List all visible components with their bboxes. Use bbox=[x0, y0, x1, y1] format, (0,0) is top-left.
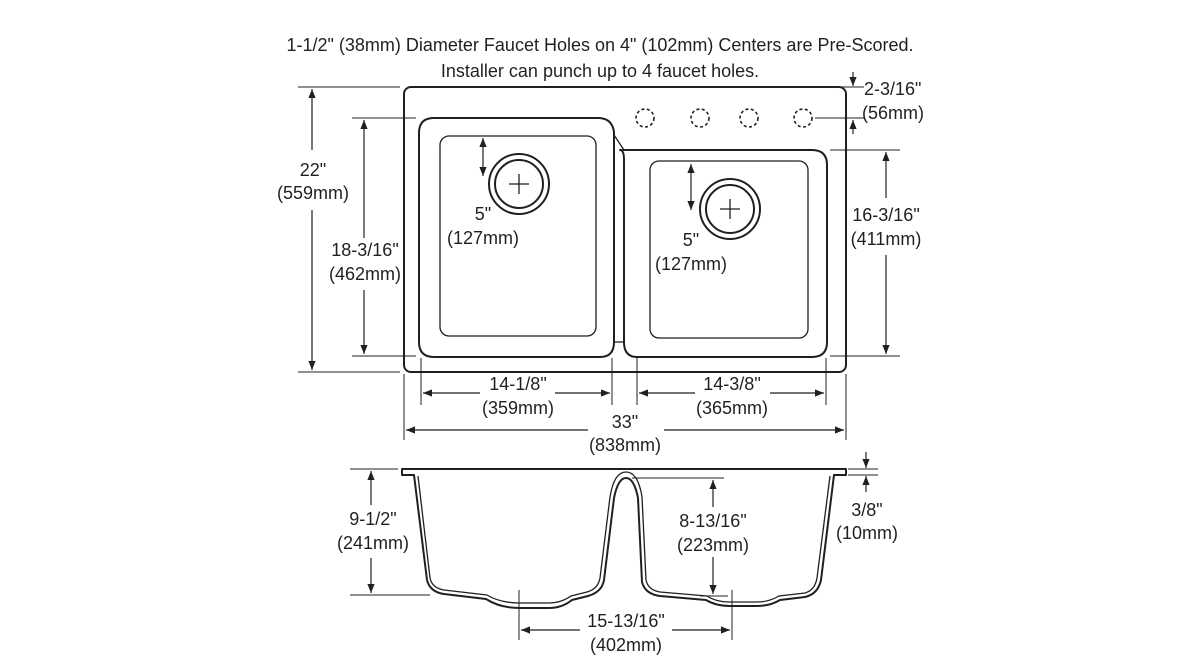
faucet-hole-2 bbox=[690, 108, 710, 128]
svg-text:(559mm): (559mm) bbox=[277, 183, 349, 203]
dim-overall-width: 33" (838mm) bbox=[406, 412, 844, 455]
svg-text:(838mm): (838mm) bbox=[589, 435, 661, 455]
svg-text:(411mm): (411mm) bbox=[851, 229, 922, 249]
faucet-hole-3 bbox=[739, 108, 759, 128]
dim-left-bowl-width: 14-1/8" (359mm) bbox=[423, 374, 610, 418]
faucet-hole-4 bbox=[793, 108, 813, 128]
svg-text:(462mm): (462mm) bbox=[329, 264, 401, 284]
svg-text:(127mm): (127mm) bbox=[447, 228, 519, 248]
sink-section-outline bbox=[401, 468, 847, 609]
svg-text:5": 5" bbox=[475, 204, 491, 224]
dim-overall-depth: 22" (559mm) bbox=[277, 86, 400, 373]
left-bowl-outline bbox=[418, 117, 615, 358]
right-bowl-outline bbox=[619, 149, 828, 358]
svg-text:14-1/8": 14-1/8" bbox=[489, 374, 546, 394]
svg-text:5": 5" bbox=[683, 230, 699, 250]
svg-text:(56mm): (56mm) bbox=[862, 103, 924, 123]
dim-left-drain-offset: 5" (127mm) bbox=[447, 138, 519, 248]
svg-text:3/8": 3/8" bbox=[851, 500, 882, 520]
svg-text:(241mm): (241mm) bbox=[337, 533, 409, 553]
dim-left-bowl-length: 18-3/16" (462mm) bbox=[329, 117, 416, 357]
svg-text:(402mm): (402mm) bbox=[590, 635, 662, 655]
svg-text:14-3/8": 14-3/8" bbox=[703, 374, 760, 394]
svg-text:16-3/16": 16-3/16" bbox=[852, 205, 919, 225]
right-bowl-floor bbox=[649, 160, 809, 339]
dim-right-drain-offset: 5" (127mm) bbox=[655, 164, 727, 274]
svg-text:(359mm): (359mm) bbox=[482, 398, 554, 418]
svg-text:(223mm): (223mm) bbox=[677, 535, 749, 555]
dim-right-bowl-depth: 8-13/16" (223mm) bbox=[632, 477, 749, 597]
dim-right-bowl-length: 16-3/16" (411mm) bbox=[830, 149, 922, 357]
svg-text:15-13/16": 15-13/16" bbox=[587, 611, 664, 631]
dim-faucet-setback: 2-3/16" (56mm) bbox=[815, 72, 924, 134]
svg-text:18-3/16": 18-3/16" bbox=[331, 240, 398, 260]
svg-text:9-1/2": 9-1/2" bbox=[349, 509, 396, 529]
svg-text:(10mm): (10mm) bbox=[836, 523, 898, 543]
left-drain bbox=[488, 153, 550, 215]
svg-text:(127mm): (127mm) bbox=[655, 254, 727, 274]
left-bowl-floor bbox=[439, 135, 597, 337]
svg-text:2-3/16": 2-3/16" bbox=[864, 79, 921, 99]
svg-text:(365mm): (365mm) bbox=[696, 398, 768, 418]
dim-rim-thickness: 3/8" (10mm) bbox=[836, 452, 898, 543]
svg-text:22": 22" bbox=[300, 160, 326, 180]
dim-drain-centers: 15-13/16" (402mm) bbox=[518, 590, 733, 655]
top-view bbox=[403, 86, 847, 373]
sink-deck-outline bbox=[403, 86, 847, 373]
svg-text:8-13/16": 8-13/16" bbox=[679, 511, 746, 531]
dim-left-bowl-depth: 9-1/2" (241mm) bbox=[337, 468, 430, 596]
svg-text:33": 33" bbox=[612, 412, 638, 432]
dim-right-bowl-width: 14-3/8" (365mm) bbox=[639, 374, 824, 418]
note-installer-punch: Installer can punch up to 4 faucet holes… bbox=[441, 61, 759, 81]
section-view bbox=[401, 468, 847, 609]
right-drain bbox=[699, 178, 761, 240]
faucet-hole-1 bbox=[635, 108, 655, 128]
note-faucet-holes: 1-1/2" (38mm) Diameter Faucet Holes on 4… bbox=[286, 35, 913, 55]
